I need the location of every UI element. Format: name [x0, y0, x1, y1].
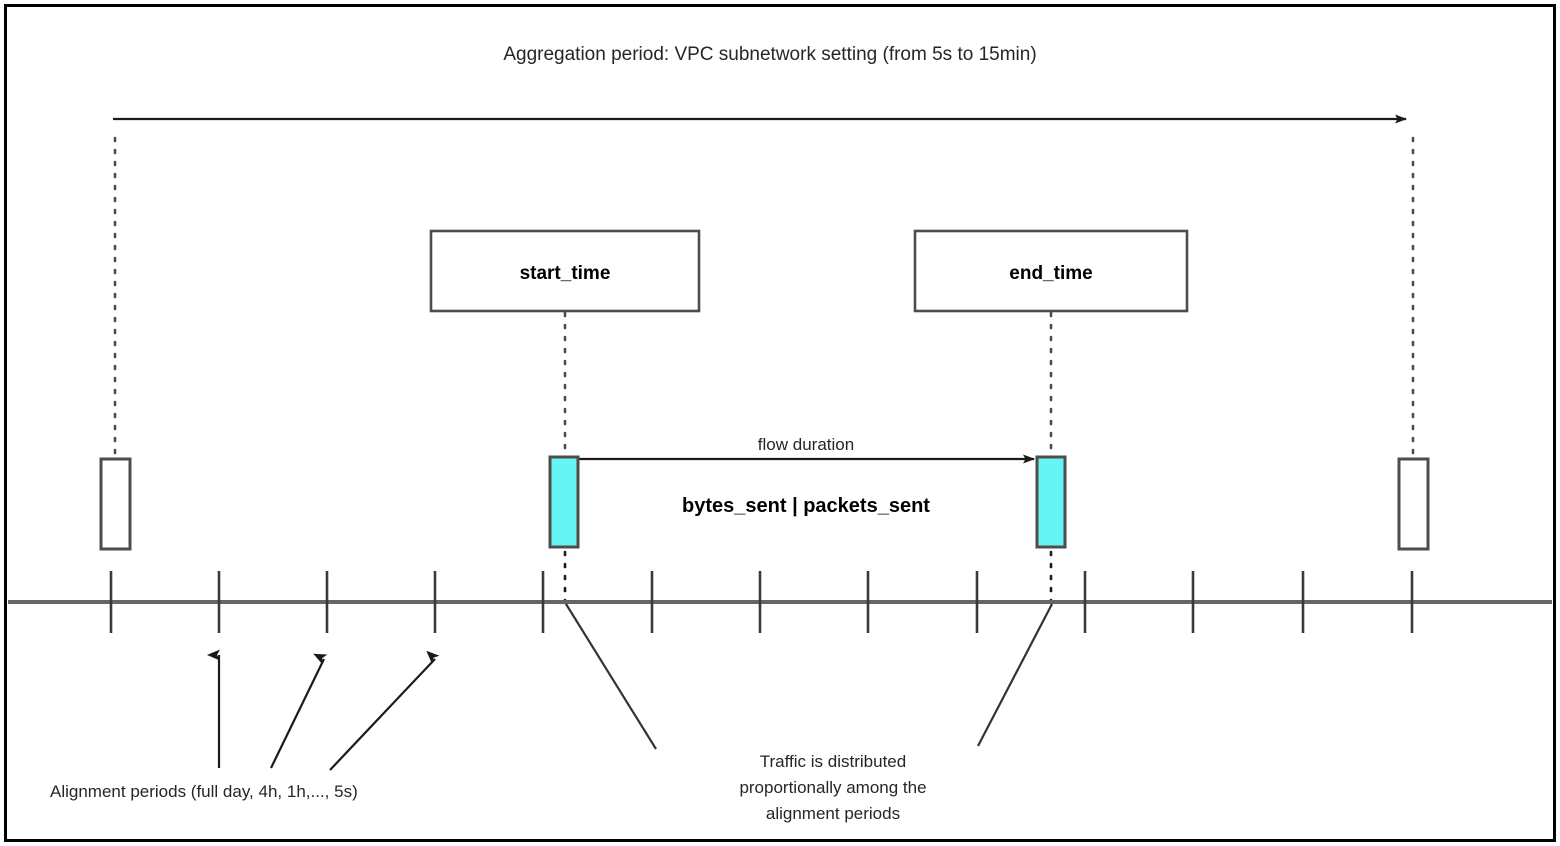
bytes-packets-sent-label: bytes_sent | packets_sent: [682, 495, 930, 517]
start-time-box: [429, 229, 701, 313]
end-time-box-label: end_time: [1009, 263, 1092, 284]
alignment-pointer-arrow-3: [329, 650, 440, 771]
aggregation-period-title: Aggregation period: VPC subnetwork setti…: [503, 44, 1036, 65]
timeline-ticks: [109, 571, 1414, 633]
aggregation-end-bar: [1397, 457, 1430, 551]
alignment-pointer-arrow-2: [270, 653, 328, 769]
traffic-distribution-note-line-1: Traffic is distributed: [760, 752, 906, 771]
flow-start-callout-leader: [565, 603, 657, 750]
alignment-periods-caption: Alignment periods (full day, 4h, 1h,...,…: [50, 782, 358, 801]
traffic-distribution-note-line-3: alignment periods: [766, 804, 900, 823]
traffic-distribution-note-line-2: proportionally among the: [739, 778, 926, 797]
aggregation-start-bar: [99, 457, 132, 551]
flow-end-bar: [1035, 455, 1067, 549]
flow-end-callout-leader: [977, 603, 1053, 747]
flow-start-bar: [548, 455, 580, 549]
diagram-border: [4, 4, 1556, 842]
end-time-box: [913, 229, 1189, 313]
flow-duration-label: flow duration: [758, 435, 854, 454]
start-time-box-label: start_time: [520, 263, 611, 284]
